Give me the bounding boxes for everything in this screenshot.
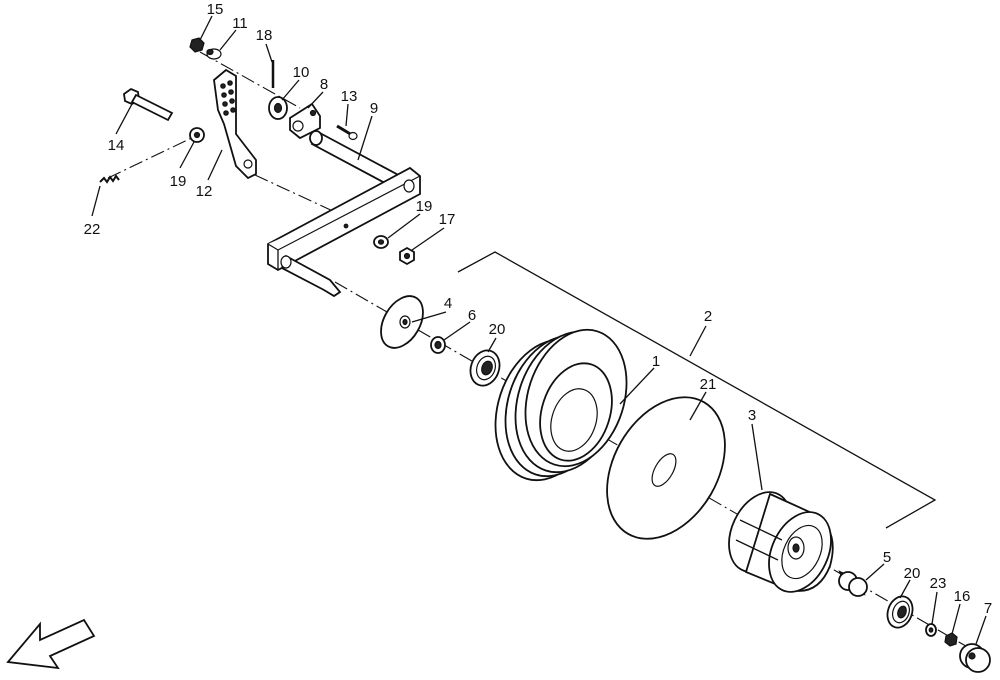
part-21-disc: [606, 396, 726, 540]
part-9-arm: [267, 130, 421, 298]
part-20-bearing-right: [886, 595, 914, 629]
callout-11: 11: [232, 15, 248, 32]
callout-2: 2: [704, 308, 712, 325]
callout-7: 7: [984, 600, 992, 617]
callout-13: 13: [341, 88, 358, 105]
part-19-washer-right: [373, 235, 389, 249]
callout-14: 14: [108, 137, 125, 154]
callout-18: 18: [256, 27, 273, 44]
callout-22: 22: [84, 221, 101, 238]
part-3-rim: [728, 491, 834, 593]
part-1-tire: [494, 328, 628, 482]
part-23-washer: [925, 623, 937, 637]
callout-17: 17: [439, 211, 456, 228]
part-15-nut: [189, 37, 205, 53]
part-17-nut: [399, 246, 415, 266]
assembly-bracket: [457, 251, 937, 529]
callout-labels: 15 11 18 10 8 13 9 14 19 12 22 19 17 4 6…: [84, 1, 993, 617]
callout-20-left: 20: [489, 321, 506, 338]
part-14-bolt: [123, 87, 174, 122]
part-19-washer-left: [189, 127, 205, 143]
part-7-cap: [959, 643, 991, 673]
part-10-spacer: [268, 96, 288, 120]
part-12-bracket: [213, 68, 257, 180]
part-11-bushing: [206, 48, 222, 60]
callout-19-right: 19: [416, 198, 433, 215]
callout-23: 23: [930, 575, 947, 592]
part-20-bearing-left: [469, 349, 501, 387]
leader-lines: [91, 15, 987, 645]
part-13-screw: [336, 124, 358, 141]
callout-10: 10: [293, 64, 310, 81]
part-4-disc: [380, 295, 424, 349]
callout-4: 4: [444, 295, 452, 312]
callout-15: 15: [207, 1, 224, 18]
arrow-down-left-icon: [6, 618, 96, 670]
callout-5: 5: [883, 549, 891, 566]
callout-19-left: 19: [170, 173, 187, 190]
callout-21: 21: [700, 376, 717, 393]
callout-1: 1: [652, 353, 660, 370]
callout-20-right: 20: [904, 565, 921, 582]
callout-6: 6: [468, 307, 476, 324]
part-22-spring-pin: [99, 174, 120, 184]
callout-3: 3: [748, 407, 756, 424]
part-16-nut: [944, 632, 958, 647]
callout-9: 9: [370, 100, 378, 117]
part-5-spacer: [838, 570, 868, 597]
part-6-washer: [430, 336, 446, 354]
callout-12: 12: [196, 183, 213, 200]
callout-16: 16: [954, 588, 971, 605]
part-8-plate: [289, 102, 321, 140]
callout-8: 8: [320, 76, 328, 93]
